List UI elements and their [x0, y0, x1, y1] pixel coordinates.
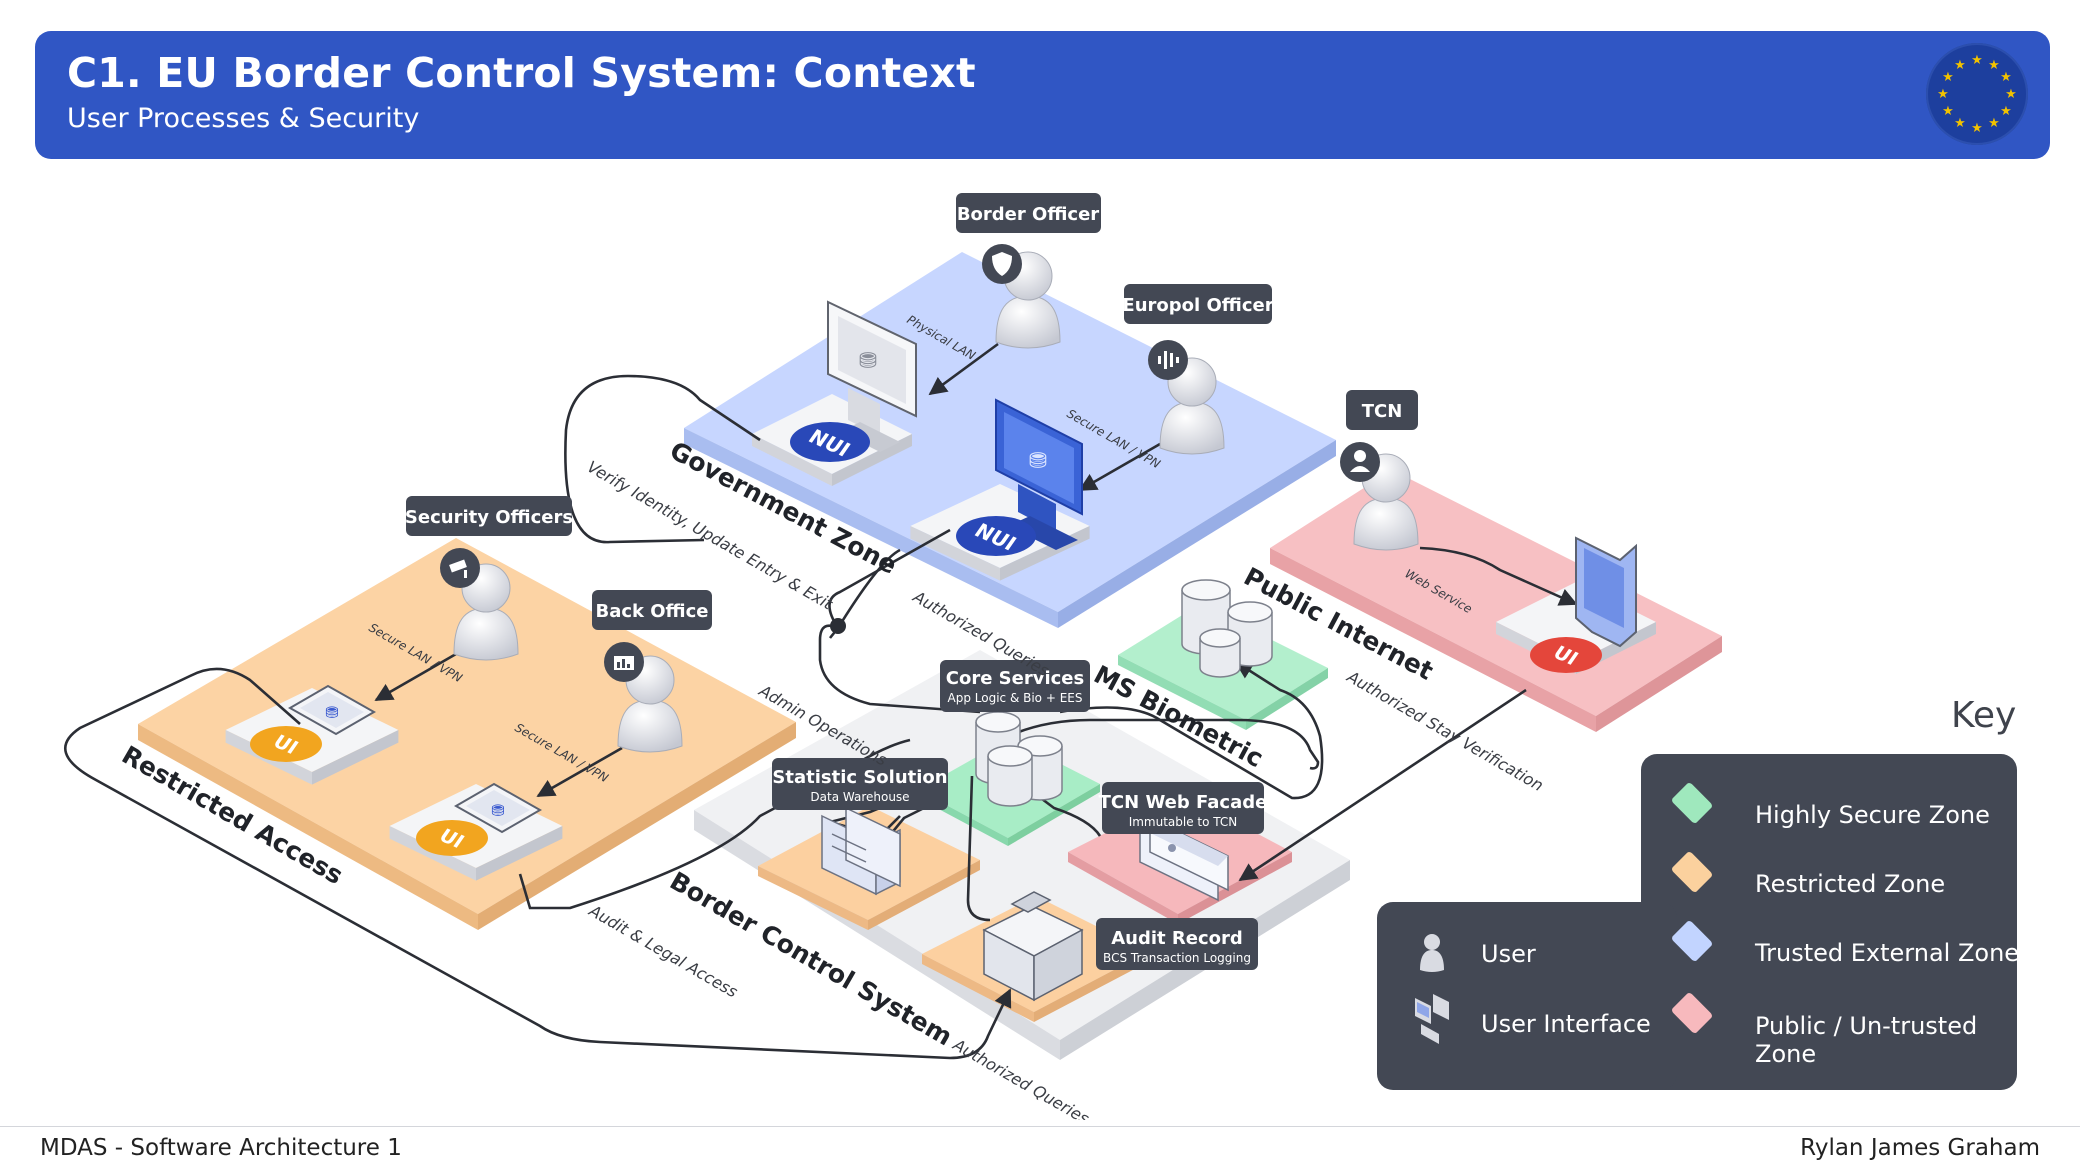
security-officers-callout: Security Officers — [405, 496, 573, 536]
core-services-database-icon — [975, 711, 1063, 807]
security-tablet-icon[interactable]: ⛃ — [287, 684, 377, 736]
ms-biometric-database-icon — [1181, 579, 1273, 678]
footer-author: Rylan James Graham — [1800, 1135, 2040, 1161]
legend-restricted: Restricted Zone — [1755, 870, 1946, 898]
audit-record-box-icon — [982, 891, 1084, 1002]
restricted-access-platform — [138, 538, 796, 930]
svg-text:Core Services: Core Services — [946, 668, 1084, 689]
legend-public: Public / Un-trusted Zone — [1755, 1012, 1978, 1068]
legend-panel: Highly Secure Zone Restricted Zone Trust… — [1377, 754, 2037, 1090]
svg-text:Audit Record: Audit Record — [1111, 928, 1243, 949]
page-title: C1. EU Border Control System: Context — [67, 49, 976, 97]
user-key-icon — [1420, 934, 1444, 972]
back-office-callout: Back Office — [592, 590, 712, 630]
legend-highly-secure: Highly Secure Zone — [1755, 801, 1990, 829]
cctv-camera-icon — [440, 548, 480, 588]
connection-lines — [63, 374, 1527, 1060]
footer-divider — [0, 1126, 2080, 1127]
footer-course: MDAS - Software Architecture 1 — [40, 1135, 402, 1161]
europol-officer-callout: Europol Officer — [1122, 284, 1274, 324]
user-arrows — [374, 342, 1578, 798]
svg-text:Europol Officer: Europol Officer — [1122, 295, 1273, 316]
key-heading: Key — [1951, 695, 2017, 736]
svg-text:TCN Web Facade: TCN Web Facade — [1099, 792, 1268, 813]
svg-text:Statistic Solution: Statistic Solution — [772, 767, 947, 788]
audit-record-callout: Audit Record BCS Transaction Logging — [1096, 918, 1258, 970]
svg-text:Immutable to TCN: Immutable to TCN — [1129, 815, 1238, 829]
nui-badge-border-officer[interactable]: NUI — [790, 422, 870, 462]
svg-text:Border Officer: Border Officer — [957, 204, 1099, 225]
border-officer-monitor-icon[interactable]: ⛃ — [827, 300, 917, 452]
junction-node — [830, 618, 846, 634]
mobile-phone-icon[interactable] — [1575, 536, 1637, 648]
header-banner: C1. EU Border Control System: Context Us… — [35, 31, 2050, 159]
ui-badge-back-office[interactable]: UI — [416, 820, 488, 856]
svg-text:⛃: ⛃ — [491, 801, 504, 820]
svg-text:Security Officers: Security Officers — [405, 507, 573, 528]
public-internet-platform — [1270, 470, 1722, 732]
svg-text:Back Office: Back Office — [595, 601, 708, 622]
nui-badge-europol[interactable]: NUI — [956, 516, 1036, 556]
svg-text:App Logic & Bio + EES: App Logic & Bio + EES — [948, 691, 1083, 705]
eu-flag-icon: ★ ★ ★ ★ ★ ★ ★ ★ ★ ★ ★ ★ — [1926, 43, 2028, 145]
person-icon — [1340, 442, 1380, 482]
voice-wave-icon — [1148, 340, 1188, 380]
back-office-tablet-icon[interactable]: ⛃ — [453, 782, 543, 834]
svg-text:TCN: TCN — [1362, 401, 1403, 422]
shield-icon — [982, 244, 1022, 284]
legend-user-interface: User Interface — [1481, 1010, 1651, 1038]
ui-badge-security[interactable]: UI — [250, 726, 322, 762]
svg-text:BCS Transaction Logging: BCS Transaction Logging — [1103, 951, 1251, 965]
svg-text:⛃: ⛃ — [325, 703, 338, 722]
page-subtitle: User Processes & Security — [67, 103, 420, 134]
statistic-solution-callout: Statistic Solution Data Warehouse — [772, 758, 948, 810]
architecture-diagram: ⛃ ⛃ ⛃ ⛃ NUI NUI UI UI UI — [63, 193, 1722, 1120]
ui-badge-tcn[interactable]: UI — [1530, 637, 1602, 673]
tcn-web-facade-callout: TCN Web Facade Immutable to TCN — [1099, 782, 1268, 834]
core-services-callout: Core Services App Logic & Bio + EES — [940, 660, 1090, 712]
tcn-callout: TCN — [1346, 390, 1418, 430]
legend-user: User — [1481, 940, 1536, 968]
user-interface-key-icon — [1415, 994, 1449, 1044]
svg-text:⛃: ⛃ — [859, 349, 877, 374]
legend-trusted-external: Trusted External Zone — [1755, 939, 2020, 967]
svg-text:⛃: ⛃ — [1029, 449, 1047, 474]
data-warehouse-icon — [821, 806, 901, 896]
border-officer-callout: Border Officer — [956, 193, 1101, 233]
bar-chart-icon — [604, 642, 644, 682]
svg-text:Data Warehouse: Data Warehouse — [810, 790, 909, 804]
